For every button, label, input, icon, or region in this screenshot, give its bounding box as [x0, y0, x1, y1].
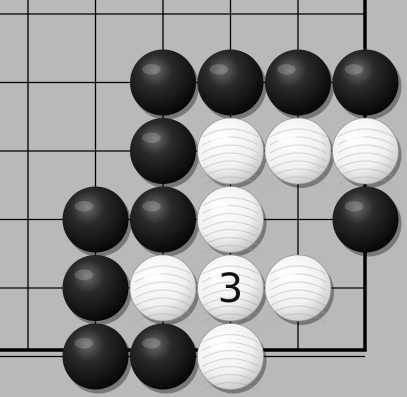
stone-highlight [75, 201, 93, 212]
stone-highlight [277, 64, 295, 75]
stone-highlight [210, 64, 228, 75]
stone-highlight [142, 133, 160, 144]
black-stone-body [63, 255, 129, 321]
move-number-label: 3 [218, 266, 243, 312]
black-stone-body [130, 324, 196, 390]
stone-highlight [277, 270, 295, 281]
stone-highlight [142, 64, 160, 75]
black-stone-body [63, 187, 129, 253]
stone-highlight [142, 201, 160, 212]
black-stone-body [130, 187, 196, 253]
stone-highlight [210, 338, 228, 349]
stone-highlight [75, 338, 93, 349]
black-stone-body [333, 50, 399, 116]
black-stone-body [198, 50, 264, 116]
stone-highlight [345, 201, 363, 212]
stone-highlight [345, 133, 363, 144]
stone-highlight [142, 270, 160, 281]
stone-highlight [142, 338, 160, 349]
stone-highlight [75, 270, 93, 281]
black-stone-body [333, 187, 399, 253]
black-stone-body [265, 50, 331, 116]
black-stone-body [130, 50, 196, 116]
black-stone-body [130, 118, 196, 184]
stone-highlight [210, 201, 228, 212]
black-stone-body [63, 324, 129, 390]
stone-highlight [345, 64, 363, 75]
stone-highlight [210, 133, 228, 144]
stone-highlight [277, 133, 295, 144]
